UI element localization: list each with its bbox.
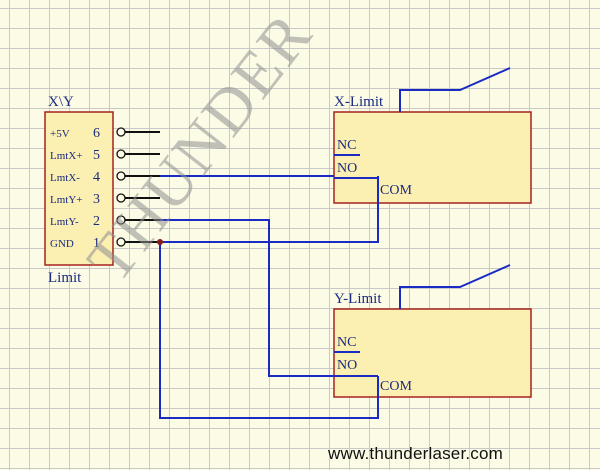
website-url: www.thunderlaser.com	[328, 444, 504, 463]
wire-lmty-minus-to-y-no	[160, 219, 334, 377]
pin-number-2: 2	[93, 214, 100, 229]
x-limit-internal-wiring	[334, 67, 511, 179]
pin-label-2: LmtY-	[50, 216, 79, 228]
wire-gnd-to-y-com	[159, 242, 379, 419]
pin-number-3: 3	[93, 192, 100, 207]
pin-number-6: 6	[93, 126, 100, 141]
y-limit-title: Y-Limit	[334, 291, 382, 307]
pin-stubs	[125, 131, 160, 243]
connector-footer-label: Limit	[48, 270, 82, 286]
wire-x-com-to-gnd	[160, 176, 379, 243]
y-limit-nc-label: NC	[337, 335, 356, 350]
connector-title: X\Y	[48, 94, 74, 110]
pin-label-4: LmtX-	[50, 172, 80, 184]
wires-blue	[159, 175, 379, 419]
pin-number-1: 1	[93, 236, 100, 251]
x-limit-title: X-Limit	[334, 94, 384, 110]
y-limit-no-label: NO	[337, 358, 357, 373]
pin-label-1: GND	[50, 238, 74, 250]
pin-label-5: LmtX+	[50, 150, 82, 162]
x-limit-no-label: NO	[337, 161, 357, 176]
pin-label-3: LmtY+	[50, 194, 82, 206]
y-limit-internal-wiring	[334, 264, 511, 377]
x-limit-switch-body	[333, 111, 532, 204]
y-limit-switch-body	[333, 308, 532, 398]
x-limit-com-label: COM	[380, 183, 412, 198]
pin-terminal-5	[116, 149, 126, 159]
x-limit-nc-label: NC	[337, 138, 356, 153]
pin-terminal-6	[116, 127, 126, 137]
pin-number-4: 4	[93, 170, 100, 185]
pin-terminal-4	[116, 171, 126, 181]
pin-number-5: 5	[93, 148, 100, 163]
pin-label-6: +5V	[50, 128, 70, 140]
y-limit-com-label: COM	[380, 379, 412, 394]
gnd-junction-dot	[157, 239, 163, 245]
connector-block	[44, 111, 114, 266]
